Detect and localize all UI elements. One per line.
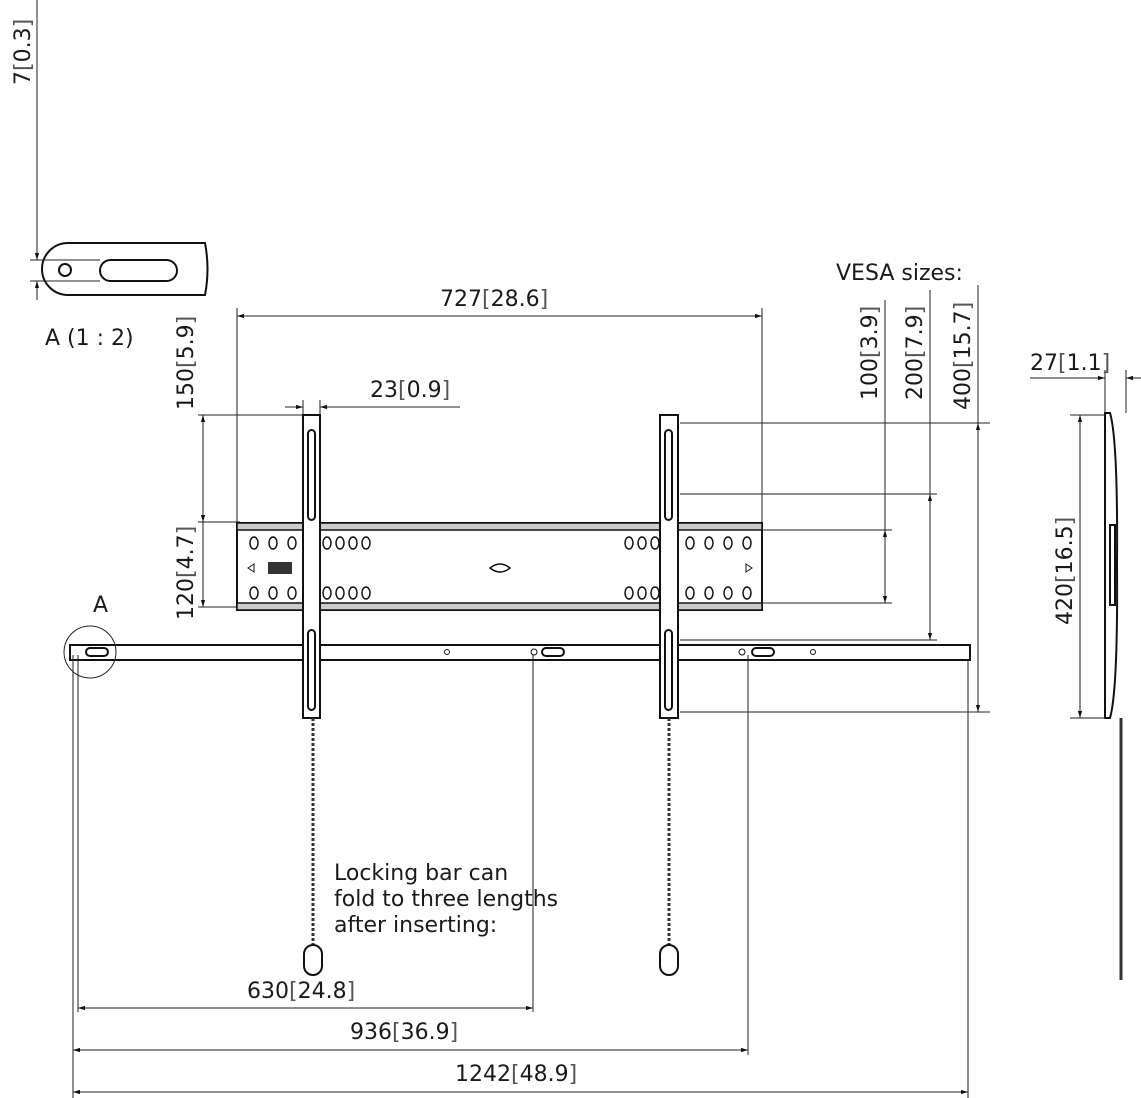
note-line-1: Locking bar can (334, 861, 508, 886)
dim-936-label: 936[36.9] (350, 1020, 458, 1045)
detail-a-view: 7[0.3] A (1 : 2) (11, 0, 209, 351)
note-line-2: fold to three lengths (334, 887, 558, 912)
dim-150-label: 150[5.9] (174, 316, 199, 410)
note-line-3: after inserting: (334, 913, 497, 938)
vesa-sizes-label: VESA sizes: (836, 261, 963, 286)
dim-727: 727[28.6] (236, 287, 763, 525)
dim-727-label: 727[28.6] (440, 287, 548, 312)
dim-150-120: 150[5.9] 120[4.7] (174, 316, 303, 620)
dim-27-label: 27[1.1] (1030, 351, 1110, 376)
detail-a-callout-circle (63, 625, 117, 679)
dim-420-label: 420[16.5] (1053, 517, 1078, 625)
dim-630-label: 630[24.8] (247, 979, 355, 1004)
dim-120-label: 120[4.7] (174, 526, 199, 620)
side-view: 420[16.5] 27[1.1] (1030, 351, 1141, 980)
dim-7-label: 7[0.3] (11, 19, 36, 85)
vesa-200-label: 200[7.9] (903, 306, 928, 400)
detail-a-callout-label: A (93, 593, 108, 618)
dim-23-label: 23[0.9] (370, 378, 450, 403)
logo-mark (268, 562, 292, 574)
bottom-dims: 630[24.8] 936[36.9] 1242[48.9] (72, 655, 969, 1098)
rail: A (63, 593, 971, 679)
vesa-400-label: 400[15.7] (951, 302, 976, 410)
detail-scale-label: A (1 : 2) (45, 326, 134, 351)
locking-bar-note: Locking bar can fold to three lengths af… (334, 861, 558, 938)
left-arm (302, 414, 323, 976)
dim-1242-label: 1242[48.9] (455, 1062, 577, 1087)
dim-23: 23[0.9] (285, 378, 460, 415)
vesa-100-label: 100[3.9] (858, 306, 883, 400)
vesa-dims: VESA sizes: 100[3.9] 200[7.9] 400[15.7] (680, 261, 990, 713)
right-arm (659, 414, 679, 976)
